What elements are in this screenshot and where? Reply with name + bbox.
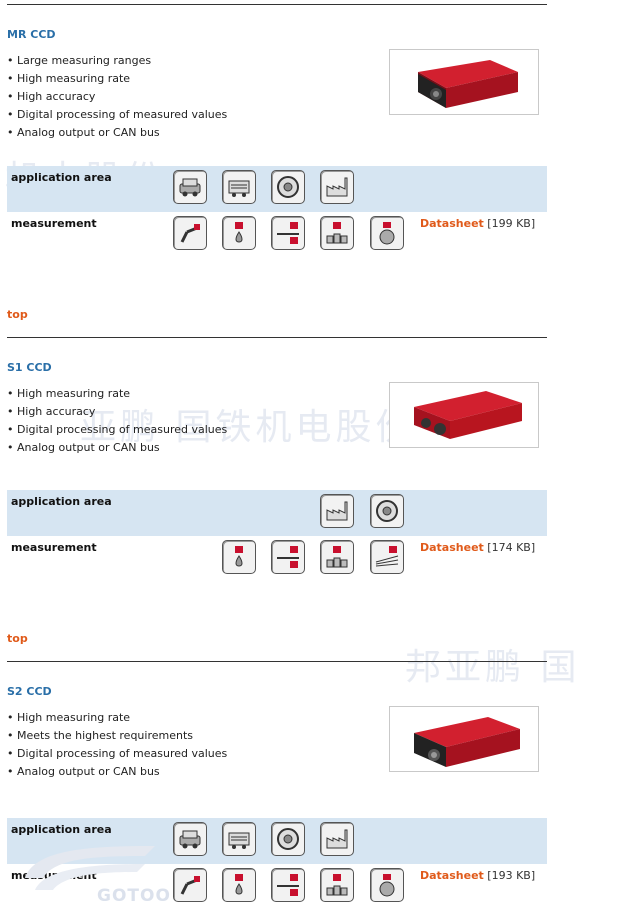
- car-icon[interactable]: [173, 822, 207, 856]
- drop-icon[interactable]: [222, 216, 256, 250]
- watermark: 邦亚鹏 国: [405, 647, 581, 688]
- factory-icon[interactable]: [320, 170, 354, 204]
- feature-item: High measuring rate: [7, 709, 227, 727]
- top-link[interactable]: top: [7, 632, 28, 645]
- feature-list: High measuring rate Meets the highest re…: [7, 709, 227, 781]
- measurement-label: measurement: [11, 869, 97, 882]
- product-title: S2 CCD: [7, 685, 52, 698]
- cutting-icon[interactable]: [271, 216, 305, 250]
- blocks-icon[interactable]: [320, 216, 354, 250]
- round-object-icon[interactable]: [370, 868, 404, 902]
- robot-arm-icon[interactable]: [173, 216, 207, 250]
- feature-item: Digital processing of measured values: [7, 745, 227, 763]
- feature-item: Analog output or CAN bus: [7, 124, 227, 142]
- feature-item: High accuracy: [7, 403, 227, 421]
- feature-item: Analog output or CAN bus: [7, 763, 227, 781]
- gotoo-logo-text: GOTOO: [97, 886, 171, 906]
- factory-icon[interactable]: [320, 494, 354, 528]
- wheel-icon[interactable]: [370, 494, 404, 528]
- product-image: [389, 706, 539, 772]
- file-size: [174 KB]: [487, 541, 536, 554]
- feature-item: High measuring rate: [7, 385, 227, 403]
- drop-icon[interactable]: [222, 540, 256, 574]
- wheel-icon[interactable]: [271, 822, 305, 856]
- datasheet-link[interactable]: Datasheet: [420, 217, 484, 230]
- blocks-icon[interactable]: [320, 868, 354, 902]
- feature-list: Large measuring ranges High measuring ra…: [7, 52, 227, 142]
- datasheet-download[interactable]: Datasheet [193 KB]: [420, 869, 535, 882]
- product-image: [389, 49, 539, 115]
- datasheet-link[interactable]: Datasheet: [420, 541, 484, 554]
- cutting-icon[interactable]: [271, 868, 305, 902]
- application-area-label: application area: [11, 171, 112, 184]
- section-divider: [7, 661, 547, 662]
- car-icon[interactable]: [173, 170, 207, 204]
- top-link[interactable]: top: [7, 308, 28, 321]
- round-object-icon[interactable]: [370, 216, 404, 250]
- product-title: S1 CCD: [7, 361, 52, 374]
- section-divider: [7, 337, 547, 338]
- wheel-icon[interactable]: [271, 170, 305, 204]
- application-area-label: application area: [11, 823, 112, 836]
- application-area-row: [7, 490, 547, 536]
- feature-item: Digital processing of measured values: [7, 421, 227, 439]
- feature-item: Meets the highest requirements: [7, 727, 227, 745]
- feature-item: High accuracy: [7, 88, 227, 106]
- datasheet-download[interactable]: Datasheet [174 KB]: [420, 541, 535, 554]
- feature-item: Digital processing of measured values: [7, 106, 227, 124]
- file-size: [199 KB]: [487, 217, 536, 230]
- datasheet-download[interactable]: Datasheet [199 KB]: [420, 217, 535, 230]
- measurement-label: measurement: [11, 541, 97, 554]
- application-area-label: application area: [11, 495, 112, 508]
- feature-list: High measuring rate High accuracy Digita…: [7, 385, 227, 457]
- product-image: [389, 382, 539, 448]
- drop-icon[interactable]: [222, 868, 256, 902]
- blocks-icon[interactable]: [320, 540, 354, 574]
- datasheet-link[interactable]: Datasheet: [420, 869, 484, 882]
- feature-item: Analog output or CAN bus: [7, 439, 227, 457]
- rail-vehicle-icon[interactable]: [222, 170, 256, 204]
- wires-icon[interactable]: [370, 540, 404, 574]
- factory-icon[interactable]: [320, 822, 354, 856]
- robot-arm-icon[interactable]: [173, 868, 207, 902]
- feature-item: High measuring rate: [7, 70, 227, 88]
- measurement-label: measurement: [11, 217, 97, 230]
- product-title: MR CCD: [7, 28, 56, 41]
- feature-item: Large measuring ranges: [7, 52, 227, 70]
- file-size: [193 KB]: [487, 869, 536, 882]
- section-divider: [7, 4, 547, 5]
- rail-vehicle-icon[interactable]: [222, 822, 256, 856]
- cutting-icon[interactable]: [271, 540, 305, 574]
